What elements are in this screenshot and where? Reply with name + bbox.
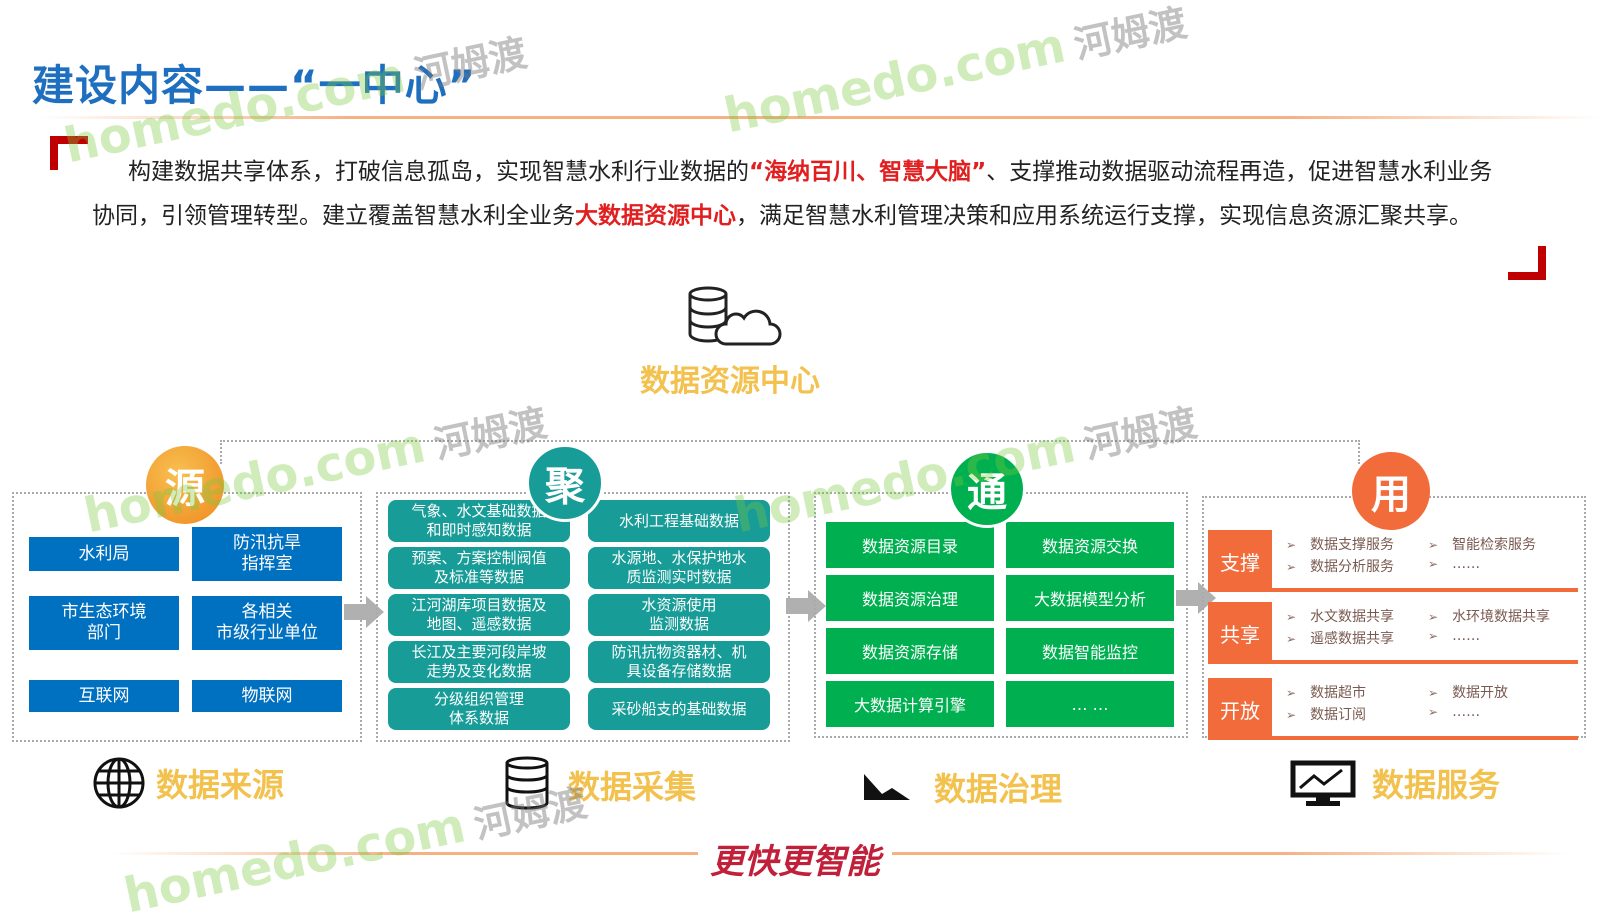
source-item: 市生态环境 部门 bbox=[29, 596, 179, 650]
collect-item: 水利工程基础数据 bbox=[588, 500, 770, 542]
govern-item: 大数据模型分析 bbox=[1006, 575, 1174, 621]
chevron-icon: ➢ bbox=[1286, 538, 1297, 552]
chevron-icon: ➢ bbox=[1428, 610, 1439, 624]
intro-text: 构建数据共享体系，打破信息孤岛，实现智慧水利行业数据的 bbox=[128, 159, 749, 185]
service-item-label: 数据支撑服务 bbox=[1310, 537, 1395, 553]
service-row: 开放 ➢ 数据超市 ➢ 数据开放 ➢ 数据订阅 ➢ …… bbox=[1208, 678, 1578, 740]
service-item-label: 数据开放 bbox=[1452, 685, 1509, 701]
corner-bracket bbox=[50, 136, 88, 170]
chevron-icon: ➢ bbox=[1286, 632, 1297, 646]
globe-icon bbox=[93, 757, 145, 809]
service-tag: 共享 bbox=[1208, 602, 1272, 664]
service-item-label: 水环境数据共享 bbox=[1452, 609, 1551, 625]
intro-highlight: “海纳百川、智慧大脑” bbox=[749, 159, 987, 185]
service-item-label: 数据分析服务 bbox=[1310, 559, 1395, 575]
collect-item: 水源地、水保护地水 质监测实时数据 bbox=[588, 547, 770, 589]
govern-badge: 通 bbox=[948, 450, 1026, 528]
chart-area-icon bbox=[864, 774, 910, 800]
source-badge: 源 bbox=[146, 446, 224, 524]
chevron-icon: ➢ bbox=[1428, 629, 1439, 643]
intro-paragraph: 构建数据共享体系，打破信息孤岛，实现智慧水利行业数据的“海纳百川、智慧大脑”、支… bbox=[92, 150, 1512, 238]
service-item-label: 遥感数据共享 bbox=[1310, 631, 1395, 647]
collect-item: 预案、方案控制阀值 及标准等数据 bbox=[388, 547, 570, 589]
collect-item: 分级组织管理 体系数据 bbox=[388, 688, 570, 730]
service-item: ➢ 智能检索服务 bbox=[1428, 534, 1536, 554]
connector-line bbox=[220, 440, 1360, 464]
service-item: ➢ …… bbox=[1428, 628, 1480, 644]
service-item: ➢ 数据分析服务 bbox=[1286, 556, 1394, 576]
service-item: ➢ 数据超市 bbox=[1286, 682, 1366, 702]
service-item: ➢ 数据支撑服务 bbox=[1286, 534, 1394, 554]
flow-arrow bbox=[808, 590, 826, 622]
intro-text: ，满足智慧水利管理决策和应用系统运行支撑，实现信息资源汇聚共享。 bbox=[736, 203, 1472, 229]
service-item: ➢ 遥感数据共享 bbox=[1286, 628, 1394, 648]
center-label: 数据资源中心 bbox=[640, 364, 820, 399]
service-item-label: …… bbox=[1452, 704, 1481, 720]
intro-text: 、支撑推动数据驱动流程再造，促进智慧水利业务协同，引领管理转型。建立覆盖智慧水利… bbox=[92, 159, 1493, 229]
source-item: 物联网 bbox=[192, 680, 342, 712]
service-item: ➢ …… bbox=[1428, 704, 1480, 720]
govern-item: 大数据计算引擎 bbox=[826, 681, 994, 727]
chevron-icon: ➢ bbox=[1428, 538, 1439, 552]
service-item-label: 智能检索服务 bbox=[1452, 537, 1537, 553]
service-badge: 用 bbox=[1352, 452, 1430, 530]
chevron-icon: ➢ bbox=[1286, 560, 1297, 574]
watermark: homedo.com河姆渡 bbox=[719, 0, 1191, 145]
service-item: ➢ …… bbox=[1428, 556, 1480, 572]
corner-bracket bbox=[1508, 246, 1546, 280]
service-row: 支撑 ➢ 数据支撑服务 ➢ 智能检索服务 ➢ 数据分析服务 ➢ …… bbox=[1208, 530, 1578, 592]
chevron-icon: ➢ bbox=[1286, 686, 1297, 700]
govern-item: 数据智能监控 bbox=[1006, 628, 1174, 674]
govern-label: 数据治理 bbox=[934, 770, 1063, 808]
govern-item: … … bbox=[1006, 681, 1174, 727]
service-tag: 开放 bbox=[1208, 678, 1272, 740]
chevron-icon: ➢ bbox=[1286, 708, 1297, 722]
source-label: 数据来源 bbox=[156, 766, 285, 804]
service-item-label: 数据超市 bbox=[1310, 685, 1367, 701]
service-row: 共享 ➢ 水文数据共享 ➢ 水环境数据共享 ➢ 遥感数据共享 ➢ …… bbox=[1208, 602, 1578, 664]
chevron-icon: ➢ bbox=[1428, 705, 1439, 719]
service-tag: 支撑 bbox=[1208, 530, 1272, 592]
service-item-label: 水文数据共享 bbox=[1310, 609, 1395, 625]
service-item: ➢ 水文数据共享 bbox=[1286, 606, 1394, 626]
flow-arrow bbox=[1176, 590, 1198, 606]
database-icon bbox=[505, 756, 549, 810]
source-item: 互联网 bbox=[29, 680, 179, 712]
collect-item: 防讯抗物资器材、机 具设备存储数据 bbox=[588, 641, 770, 683]
govern-item: 数据资源目录 bbox=[826, 522, 994, 568]
collect-item: 水资源使用 监测数据 bbox=[588, 594, 770, 636]
chevron-icon: ➢ bbox=[1428, 557, 1439, 571]
collect-item: 长江及主要河段岸坡 走势及变化数据 bbox=[388, 641, 570, 683]
service-item: ➢ 数据开放 bbox=[1428, 682, 1508, 702]
chevron-icon: ➢ bbox=[1286, 610, 1297, 624]
service-item: ➢ 水环境数据共享 bbox=[1428, 606, 1550, 626]
source-item: 水利局 bbox=[29, 537, 179, 571]
service-item-label: …… bbox=[1452, 628, 1481, 644]
govern-item: 数据资源交换 bbox=[1006, 522, 1174, 568]
source-item: 各相关 市级行业单位 bbox=[192, 596, 342, 650]
intro-highlight: 大数据资源中心 bbox=[575, 203, 736, 229]
service-item-label: …… bbox=[1452, 556, 1481, 572]
source-item: 防汛抗旱 指挥室 bbox=[192, 527, 342, 581]
govern-item: 数据资源存储 bbox=[826, 628, 994, 674]
monitor-chart-icon bbox=[1290, 760, 1356, 806]
chevron-icon: ➢ bbox=[1428, 686, 1439, 700]
flow-arrow bbox=[786, 598, 808, 614]
flow-arrow bbox=[344, 604, 366, 620]
collect-item: 采砂船支的基础数据 bbox=[588, 688, 770, 730]
flow-arrow bbox=[366, 596, 384, 628]
service-item: ➢ 数据订阅 bbox=[1286, 704, 1366, 724]
collect-badge: 聚 bbox=[526, 444, 604, 522]
collect-label: 数据采集 bbox=[568, 768, 697, 806]
service-label: 数据服务 bbox=[1372, 766, 1501, 804]
database-cloud-icon bbox=[688, 286, 782, 346]
divider bbox=[40, 116, 1600, 119]
govern-item: 数据资源治理 bbox=[826, 575, 994, 621]
slogan: 更快更智能 bbox=[698, 834, 892, 883]
service-item-label: 数据订阅 bbox=[1310, 707, 1367, 723]
page-title: 建设内容——“一中心” bbox=[32, 61, 477, 110]
collect-item: 江河湖库项目数据及 地图、遥感数据 bbox=[388, 594, 570, 636]
